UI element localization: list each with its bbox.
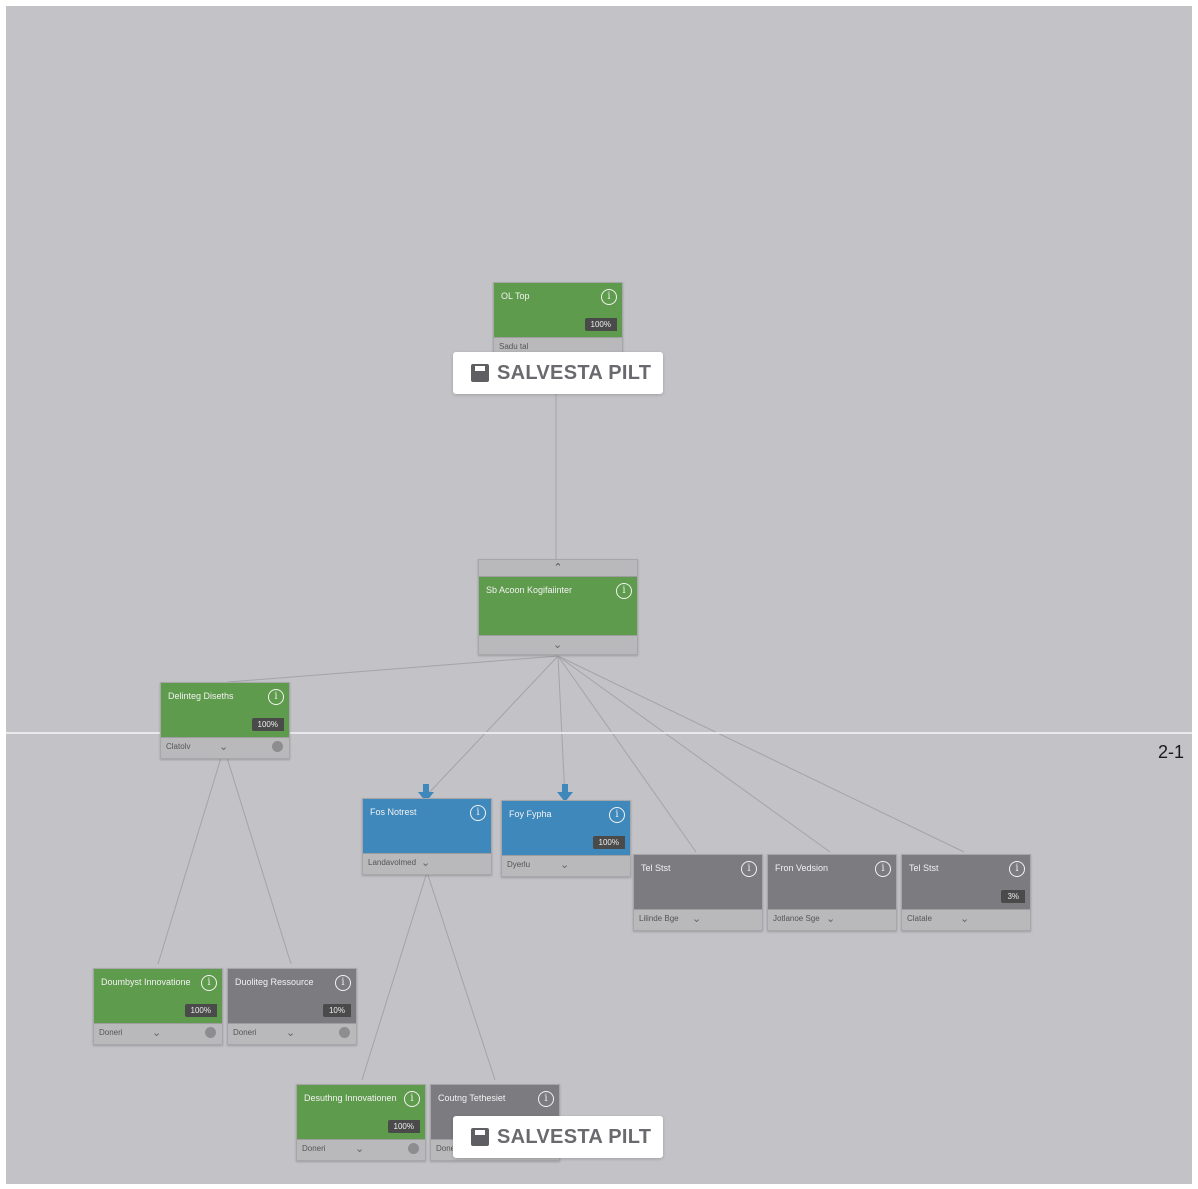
info-icon[interactable]: i: [1009, 861, 1025, 877]
save-button-label: SALVESTA PILT: [497, 361, 652, 384]
save-button-label: SALVESTA PILT: [497, 1125, 652, 1148]
info-icon[interactable]: i: [404, 1091, 420, 1107]
node-left[interactable]: Delinteg Diseths i 100% Clatolv ⌄: [160, 682, 290, 759]
node-subtitle: Doneri: [99, 1028, 123, 1037]
percent-badge: 100%: [584, 318, 617, 331]
node-root[interactable]: OL Top i 100% Sadu tal: [493, 282, 623, 359]
chevron-down-icon[interactable]: ⌄: [560, 859, 570, 871]
info-icon[interactable]: i: [335, 975, 351, 991]
save-image-button[interactable]: SALVESTA PILT: [453, 1116, 664, 1158]
node-title: Duoliteg Ressource: [235, 977, 314, 987]
node-gray-1[interactable]: Tel Stst i Lilinde Bge ⌄: [633, 854, 763, 931]
node-subtitle: Lilinde Bge: [639, 914, 679, 923]
percent-badge: 100%: [184, 1004, 217, 1017]
arrow-down-icon: [557, 784, 573, 802]
node-title: Tel Stst: [909, 863, 939, 873]
node-title: Sb Acoon Kogifaiinter: [486, 585, 573, 595]
node-title: Tel Stst: [641, 863, 671, 873]
info-icon[interactable]: i: [609, 807, 625, 823]
percent-badge: 100%: [592, 836, 625, 849]
node-title: Doumbyst Innovatione: [101, 977, 191, 987]
node-bottom-1[interactable]: Desuthng Innovationen i 100% Doneri ⌄: [296, 1084, 426, 1161]
chevron-down-icon[interactable]: ⌄: [421, 857, 431, 869]
node-title: Fos Notrest: [370, 807, 417, 817]
arrow-down-icon: [418, 784, 434, 802]
percent-badge: 3%: [1001, 890, 1025, 903]
lightning-icon[interactable]: [408, 1143, 419, 1154]
node-subtitle: Doneri: [302, 1144, 326, 1153]
chevron-down-icon[interactable]: ⌄: [355, 1143, 365, 1155]
info-icon[interactable]: i: [268, 689, 284, 705]
save-disk-icon: [471, 1128, 489, 1146]
chevron-down-icon[interactable]: ⌄: [692, 913, 702, 925]
node-blue-2[interactable]: Foy Fypha i 100% Dyerlu ⌄: [501, 800, 631, 877]
chevron-down-icon[interactable]: ⌄: [960, 913, 970, 925]
node-subtitle: Dyerlu: [507, 860, 531, 869]
node-subtitle: Clatale: [907, 914, 932, 923]
lightning-icon[interactable]: [339, 1027, 350, 1038]
chevron-down-icon[interactable]: ⌄: [553, 639, 563, 651]
info-icon[interactable]: i: [601, 289, 617, 305]
connector-lines: [157, 346, 965, 1081]
chevron-down-icon[interactable]: ⌄: [826, 913, 836, 925]
node-gray-3[interactable]: Tel Stst i 3% Clatale ⌄: [901, 854, 1031, 931]
info-icon[interactable]: i: [201, 975, 217, 991]
info-icon[interactable]: i: [875, 861, 891, 877]
save-image-button[interactable]: SALVESTA PILT: [453, 352, 664, 394]
node-title: Fron Vedsion: [775, 863, 829, 873]
node-subtitle: Clatolv: [166, 742, 191, 751]
node-title: Foy Fypha: [509, 809, 552, 819]
section-divider: [6, 732, 1192, 734]
node-lower-left-1[interactable]: Doumbyst Innovatione i 100% Doneri ⌄: [93, 968, 223, 1045]
percent-badge: 100%: [387, 1120, 420, 1133]
node-subtitle: Sadu tal: [499, 342, 529, 351]
node-title: Delinteg Diseths: [168, 691, 234, 701]
chevron-down-icon[interactable]: ⌄: [286, 1027, 296, 1039]
expand-up-icon[interactable]: ⌃: [479, 560, 637, 577]
info-icon[interactable]: i: [470, 805, 486, 821]
node-hub[interactable]: ⌃ Sb Acoon Kogifaiinter i ⌄: [478, 559, 638, 655]
node-subtitle: Doneri: [233, 1028, 257, 1037]
chevron-down-icon[interactable]: ⌄: [152, 1027, 162, 1039]
diagram-canvas[interactable]: 2-1 OL Top i 100% Sadu tal ⌃ Sb Acoon Ko…: [6, 6, 1192, 1184]
node-title: OL Top: [501, 291, 530, 301]
info-icon[interactable]: i: [741, 861, 757, 877]
lightning-icon[interactable]: [272, 741, 283, 752]
lightning-icon[interactable]: [205, 1027, 216, 1038]
save-disk-icon: [471, 364, 489, 382]
chevron-down-icon[interactable]: ⌄: [219, 741, 229, 753]
info-icon[interactable]: i: [538, 1091, 554, 1107]
section-label: 2-1: [1157, 742, 1184, 762]
percent-badge: 100%: [251, 718, 284, 731]
percent-badge: 10%: [322, 1004, 351, 1017]
node-subtitle: Landavolmed: [368, 858, 417, 867]
node-blue-1[interactable]: Fos Notrest i Landavolmed ⌄: [362, 798, 492, 875]
node-subtitle: Doneri: [436, 1144, 460, 1153]
info-icon[interactable]: i: [616, 583, 632, 599]
node-title: Desuthng Innovationen: [304, 1093, 397, 1103]
node-subtitle: Jotlanoe Sge: [773, 914, 820, 923]
node-lower-left-2[interactable]: Duoliteg Ressource i 10% Doneri ⌄: [227, 968, 357, 1045]
node-gray-2[interactable]: Fron Vedsion i Jotlanoe Sge ⌄: [767, 854, 897, 931]
node-title: Coutng Tethesiet: [438, 1093, 506, 1103]
